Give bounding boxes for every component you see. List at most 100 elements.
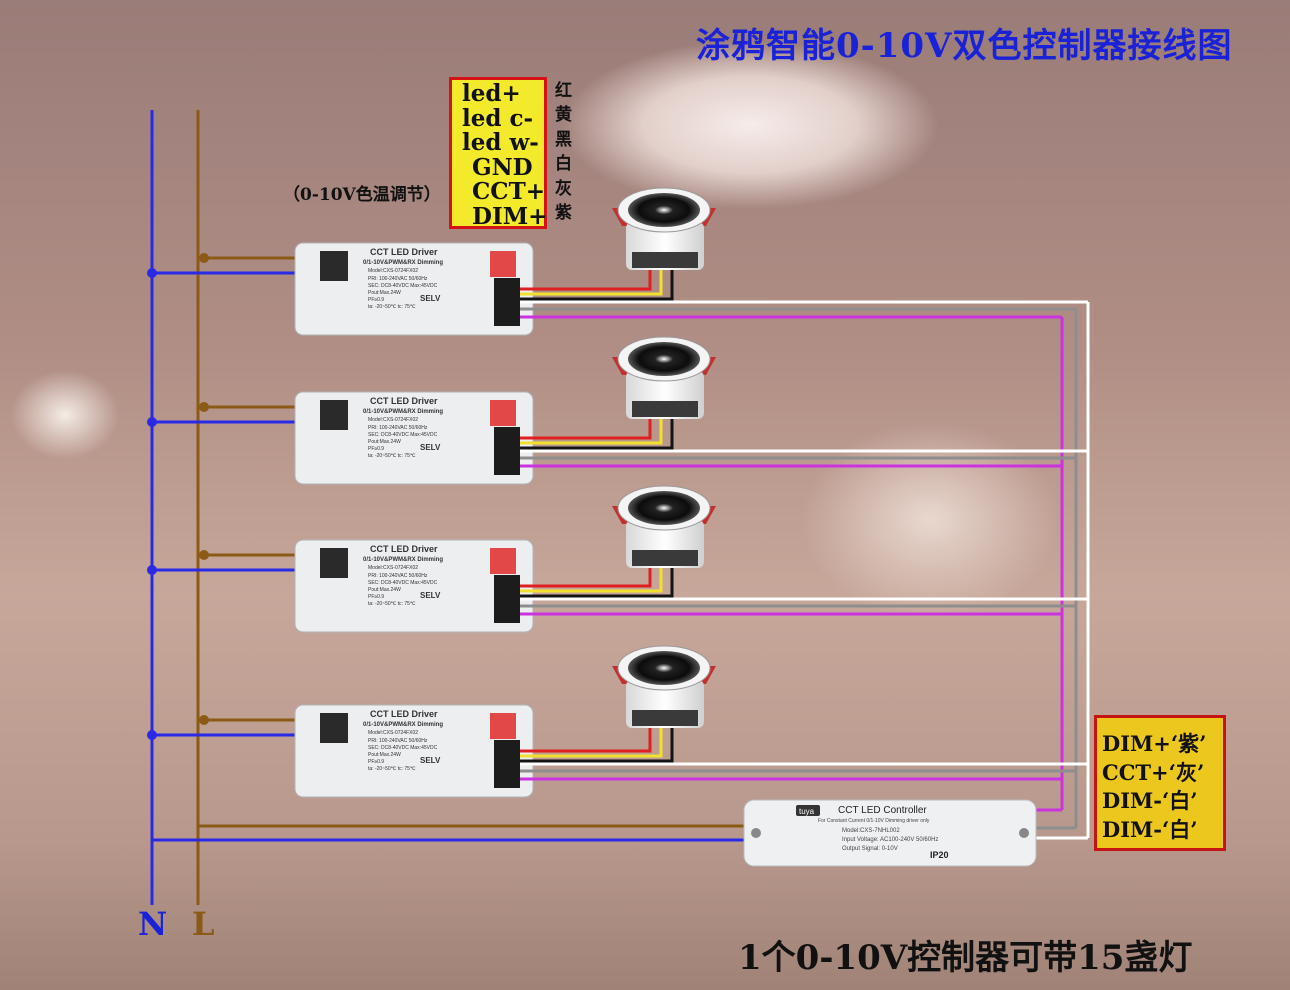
driver-selv: SELV	[420, 294, 441, 303]
controller-title: CCT LED Controller	[838, 805, 927, 816]
driver-subtitle: 0/1-10V&PWM&RX Dimming	[363, 409, 443, 415]
controller-input: Input Voltage: AC100-240V 50/60Hz	[842, 837, 938, 843]
cct-led-controller: tuya CCT LED Controller For Constant Cur…	[743, 799, 1037, 867]
legend-dim-plus: DIM+	[472, 202, 548, 230]
driver-title: CCT LED Driver	[370, 247, 438, 257]
lamp-wire	[520, 270, 663, 296]
wire-color-legend: 红 黄 黑 白 灰 紫	[555, 79, 579, 225]
downlight-lamp-icon	[612, 485, 716, 568]
lamp-wire	[520, 728, 663, 758]
driver-pri: PRI: 100-240VAC 50/60Hz	[368, 738, 428, 744]
driver-pf: PF≥0.9	[368, 446, 384, 452]
ac-terminal-block	[320, 251, 348, 281]
dip-switch	[490, 713, 516, 739]
color-purple: 紫	[555, 203, 572, 224]
lamp-wire	[520, 728, 652, 753]
driver-model: Model:CXS-0724FX02	[368, 417, 418, 423]
lamp-wire	[520, 419, 663, 445]
driver-ta: ta: -20~50℃ tc: 75℃	[368, 304, 416, 310]
terminal-legend: led+ led c- led w- GND CCT+ DIM+	[449, 77, 547, 229]
ac-terminal-block	[320, 713, 348, 743]
color-yellow: 黄	[555, 105, 572, 126]
driver-sec: SEC: DC8-40VDC Max:45VDC	[368, 745, 438, 751]
driver-unit-4: CCT LED Driver 0/1-10V&PWM&RX DimmingMode…	[147, 645, 1088, 798]
neutral-junction	[147, 417, 157, 427]
legend-gnd: GND	[472, 153, 533, 181]
driver-sec: SEC: DC8-40VDC Max:45VDC	[368, 283, 438, 289]
lamp-wire	[520, 419, 674, 450]
driver-pri: PRI: 100-240VAC 50/60Hz	[368, 425, 428, 431]
output-terminal-block	[494, 427, 520, 475]
legend-led-w-minus: led w-	[462, 129, 539, 156]
ac-terminal-block	[320, 548, 348, 578]
driver-title: CCT LED Driver	[370, 709, 438, 719]
controller-ip: IP20	[930, 850, 949, 860]
dip-switch	[490, 548, 516, 574]
downlight-lamp-icon	[612, 336, 716, 419]
driver-pout: Pout:Max.24W	[368, 587, 401, 593]
neutral-junction	[147, 565, 157, 575]
downlight-lamp-icon	[612, 187, 716, 270]
wiring-dim-minus-1: DIM-‘白’	[1102, 788, 1198, 813]
driver-unit-3: CCT LED Driver 0/1-10V&PWM&RX DimmingMode…	[147, 485, 1088, 633]
live-junction	[199, 402, 209, 412]
driver-subtitle: 0/1-10V&PWM&RX Dimming	[363, 260, 443, 266]
output-terminal-block	[494, 278, 520, 326]
lamp-wire	[520, 568, 652, 588]
driver-pf: PF≥0.9	[368, 297, 384, 303]
controller-model: Model:CXS-7NHL002	[842, 828, 900, 834]
lamp-wire	[520, 728, 674, 763]
driver-unit-1: CCT LED Driver 0/1-10V&PWM&RX DimmingMode…	[147, 187, 1088, 336]
diagram-title: 涂鸦智能0-10V双色控制器接线图	[696, 26, 1233, 66]
driver-pri: PRI: 100-240VAC 50/60Hz	[368, 276, 428, 282]
driver-ta: ta: -20~50℃ tc: 75℃	[368, 453, 416, 459]
output-terminal-block	[494, 740, 520, 788]
driver-subtitle: 0/1-10V&PWM&RX Dimming	[363, 557, 443, 563]
driver-pout: Pout:Max.24W	[368, 752, 401, 758]
cct-led-driver: CCT LED Driver 0/1-10V&PWM&RX DimmingMode…	[294, 539, 534, 633]
driver-subtitle: 0/1-10V&PWM&RX Dimming	[363, 722, 443, 728]
driver-model: Model:CXS-0724FX02	[368, 268, 418, 274]
dip-switch	[490, 400, 516, 426]
controller-output: Output Signal: 0-10V	[842, 846, 898, 852]
legend-led-plus: led+	[462, 80, 521, 107]
driver-sec: SEC: DC8-40VDC Max:45VDC	[368, 432, 438, 438]
driver-selv: SELV	[420, 756, 441, 765]
live-junction	[199, 253, 209, 263]
lamp-wire	[520, 270, 674, 301]
live-label: L	[192, 905, 215, 943]
driver-model: Model:CXS-0724FX02	[368, 565, 418, 571]
cct-dimming-note: （0-10V色温调节）	[283, 185, 441, 205]
capacity-note: 1个0-10V控制器可带15盏灯	[738, 938, 1193, 978]
ceiling-light-glow	[560, 40, 940, 210]
wiring-dim-minus-2: DIM-‘白’	[1102, 816, 1198, 842]
lamp-wire	[520, 568, 663, 593]
controller-brand: tuya	[799, 807, 815, 816]
wiring-dim-plus: DIM+‘紫’	[1102, 731, 1207, 756]
lamp-wire	[520, 419, 652, 440]
driver-model: Model:CXS-0724FX02	[368, 730, 418, 736]
driver-selv: SELV	[420, 443, 441, 452]
ac-terminal-block	[320, 400, 348, 430]
neutral-junction	[147, 730, 157, 740]
lamp-wire	[520, 270, 652, 291]
cct-led-driver: CCT LED Driver 0/1-10V&PWM&RX DimmingMode…	[294, 242, 534, 336]
color-red: 红	[555, 81, 572, 101]
downlight-lamp-icon	[612, 645, 716, 728]
neutral-junction	[147, 268, 157, 278]
driver-title: CCT LED Driver	[370, 544, 438, 554]
live-junction	[199, 550, 209, 560]
cct-led-driver: CCT LED Driver 0/1-10V&PWM&RX DimmingMode…	[294, 704, 534, 798]
legend-led-c-minus: led c-	[462, 104, 534, 132]
window-light	[800, 420, 1060, 620]
color-gray: 灰	[555, 178, 572, 199]
controller-subtitle: For Constant Current 0/1-10V Dimming dri…	[818, 818, 930, 824]
output-terminal-block	[494, 575, 520, 623]
legend-cct-plus: CCT+	[472, 178, 545, 205]
driver-ta: ta: -20~50℃ tc: 75℃	[368, 766, 416, 772]
neutral-label: N	[138, 905, 168, 943]
live-junction	[199, 715, 209, 725]
